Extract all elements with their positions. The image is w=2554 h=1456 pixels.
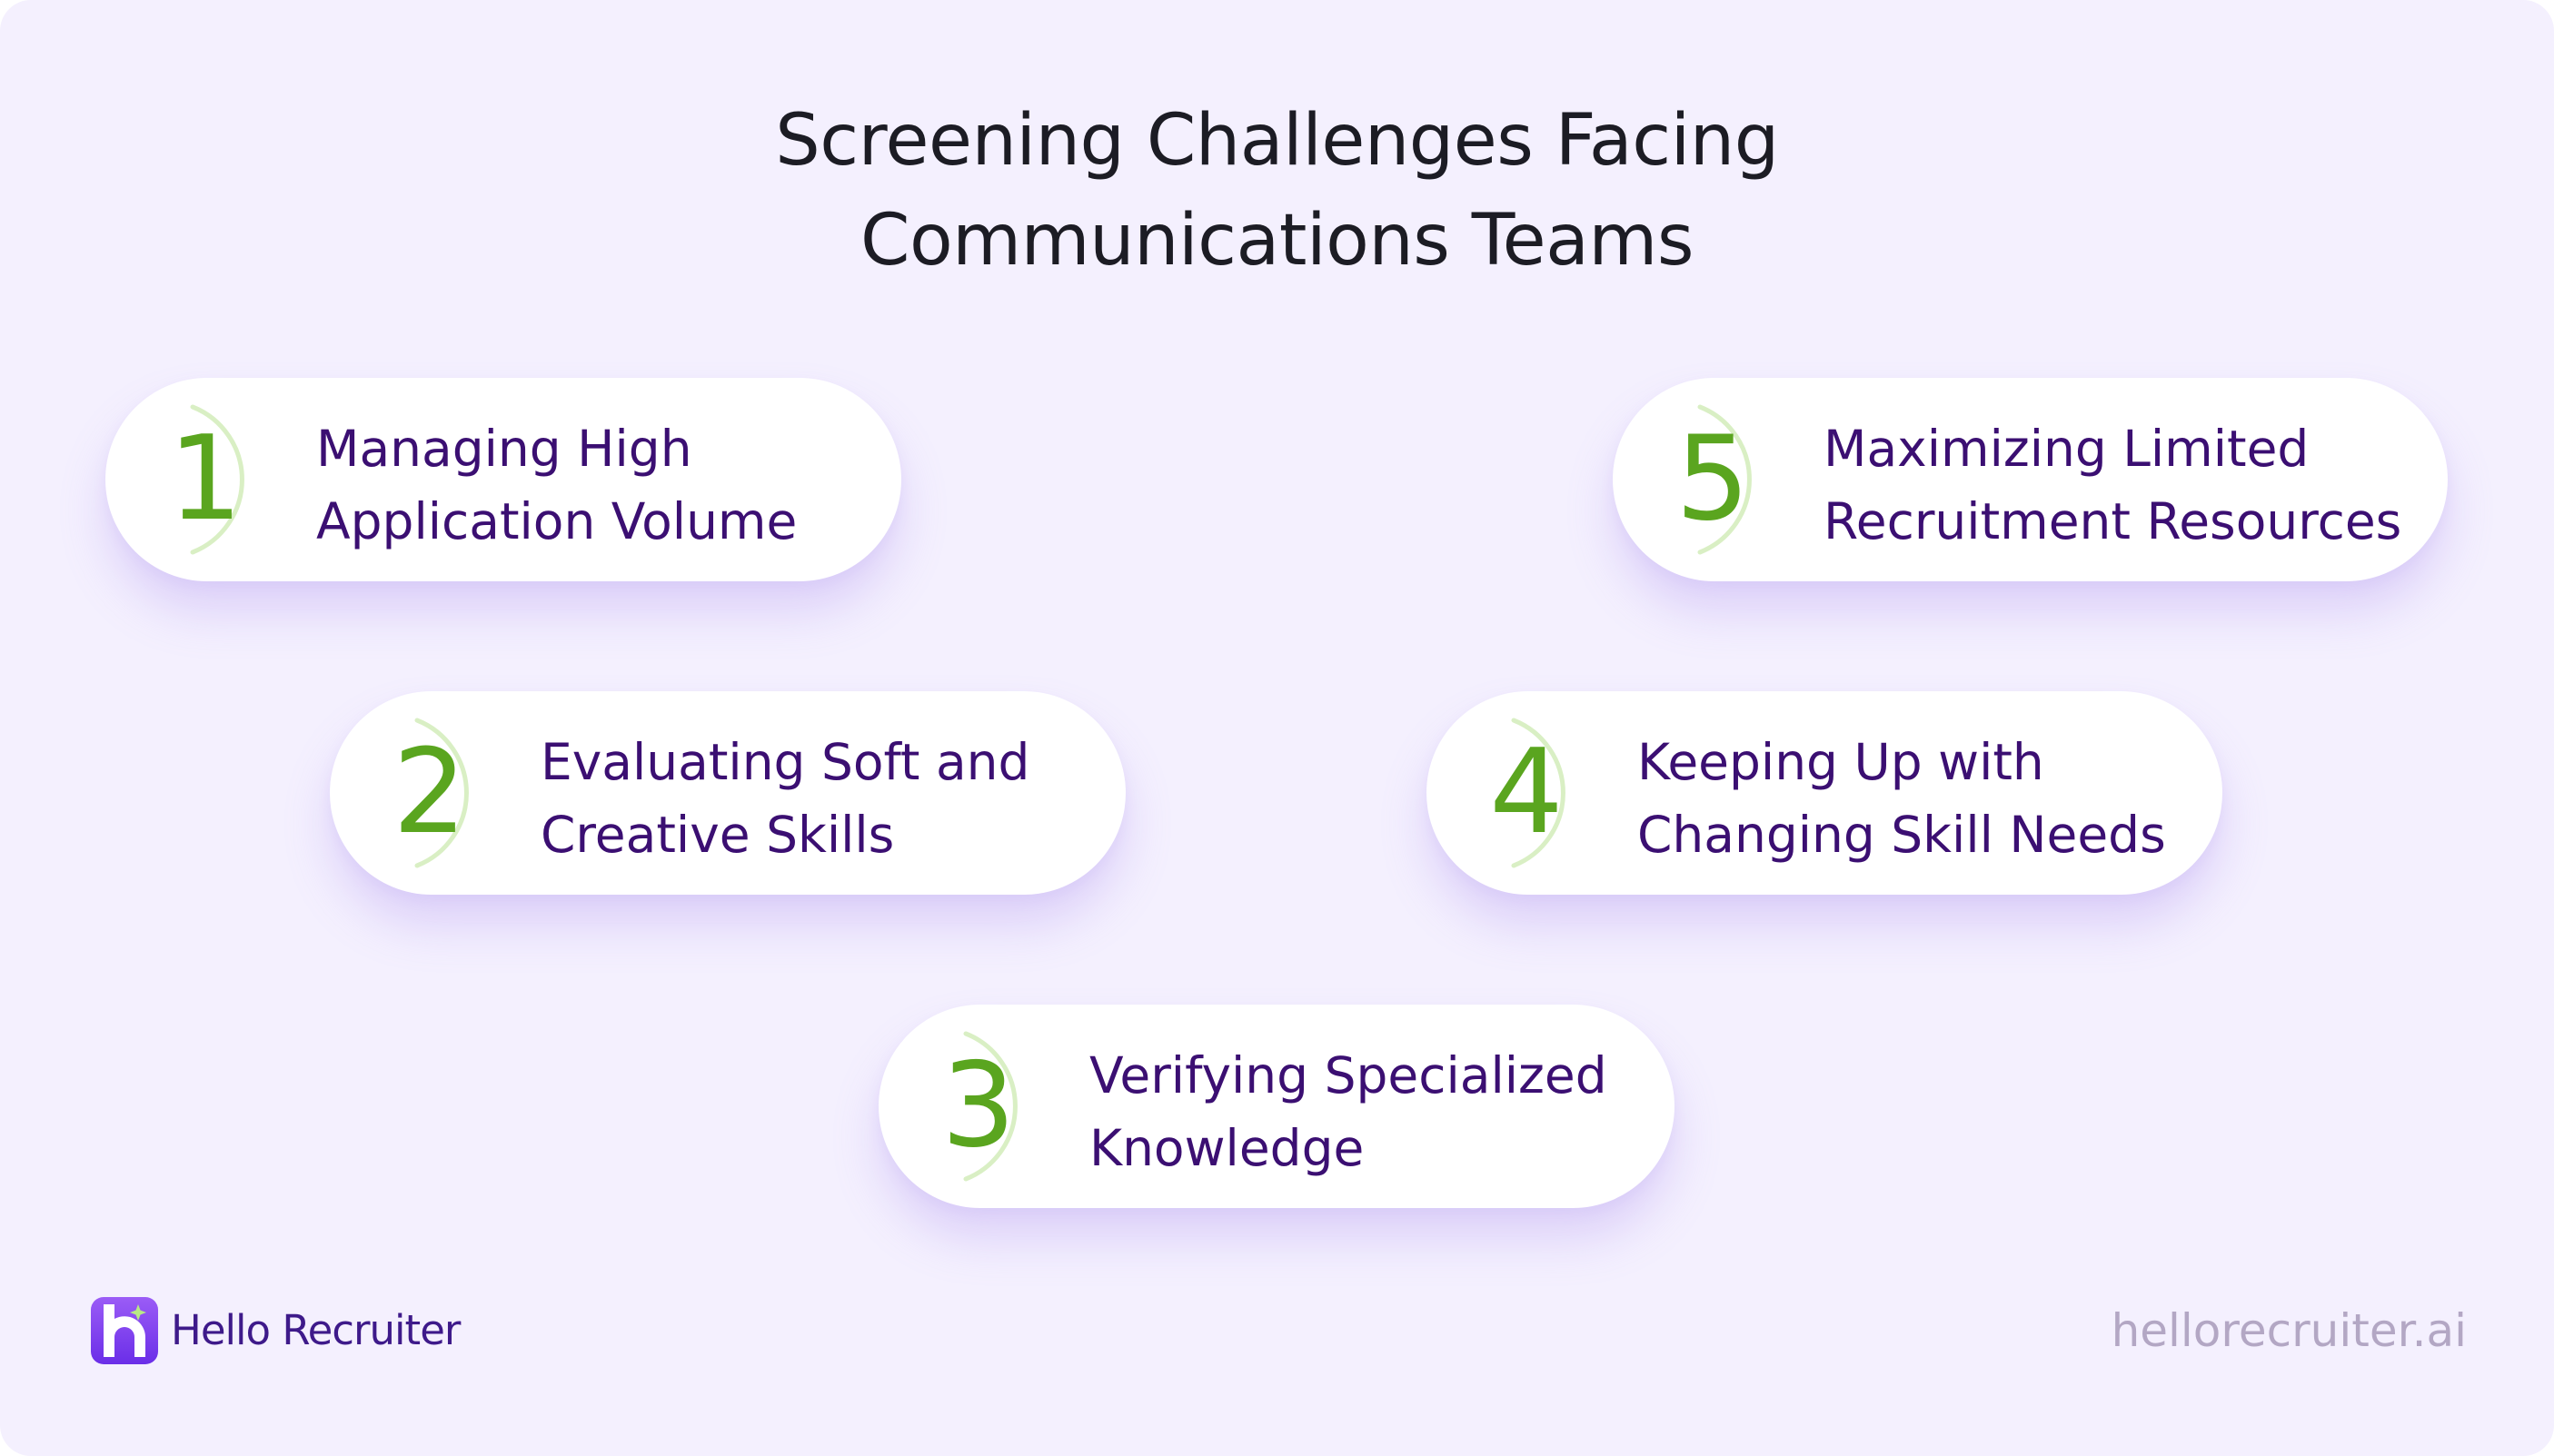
page-title: Screening Challenges Facing Communicatio… — [0, 91, 2554, 291]
green-arc-icon — [190, 404, 244, 555]
challenge-card-2: 2 Evaluating Soft and Creative Skills — [330, 691, 1126, 895]
challenge-label-line-2: Application Volume — [316, 492, 798, 550]
challenge-number: 3 — [941, 1038, 1016, 1174]
challenge-label-line-2: Knowledge — [1089, 1119, 1365, 1177]
challenge-label-line-2: Recruitment Resources — [1824, 492, 2402, 550]
challenge-label: Managing High Application Volume — [316, 412, 797, 558]
challenge-label-line-1: Maximizing Limited — [1824, 420, 2310, 478]
brand-name: Hello Recruiter — [171, 1306, 461, 1354]
green-arc-icon — [963, 1031, 1018, 1182]
hello-recruiter-logo-icon — [91, 1297, 158, 1364]
challenge-label: Evaluating Soft and Creative Skills — [541, 726, 1029, 871]
challenge-card-3: 3 Verifying Specialized Knowledge — [879, 1005, 1675, 1208]
challenge-number: 5 — [1675, 411, 1750, 547]
challenge-label: Keeping Up with Changing Skill Needs — [1637, 726, 2166, 871]
green-arc-icon — [1697, 404, 1752, 555]
title-line-2: Communications Teams — [860, 200, 1694, 282]
challenge-card-4: 4 Keeping Up with Changing Skill Needs — [1426, 691, 2222, 895]
challenge-label-line-1: Evaluating Soft and — [541, 733, 1030, 791]
challenge-number: 2 — [393, 725, 467, 860]
challenge-label-line-2: Changing Skill Needs — [1637, 806, 2166, 864]
green-arc-icon — [414, 718, 469, 868]
challenge-label-line-2: Creative Skills — [541, 806, 895, 864]
website-url: hellorecruiter.ai — [2111, 1304, 2467, 1357]
challenge-label-line-1: Verifying Specialized — [1089, 1046, 1607, 1104]
challenge-label-line-1: Keeping Up with — [1637, 733, 2044, 791]
title-line-1: Screening Challenges Facing — [775, 100, 1779, 182]
challenge-label: Verifying Specialized Knowledge — [1089, 1039, 1607, 1184]
challenge-label-line-1: Managing High — [316, 420, 692, 478]
challenge-card-1: 1 Managing High Application Volume — [105, 378, 901, 581]
challenge-card-5: 5 Maximizing Limited Recruitment Resourc… — [1613, 378, 2448, 581]
challenge-number: 4 — [1489, 725, 1564, 860]
challenge-number: 1 — [168, 411, 243, 547]
challenge-label: Maximizing Limited Recruitment Resources — [1824, 412, 2401, 558]
green-arc-icon — [1511, 718, 1565, 868]
